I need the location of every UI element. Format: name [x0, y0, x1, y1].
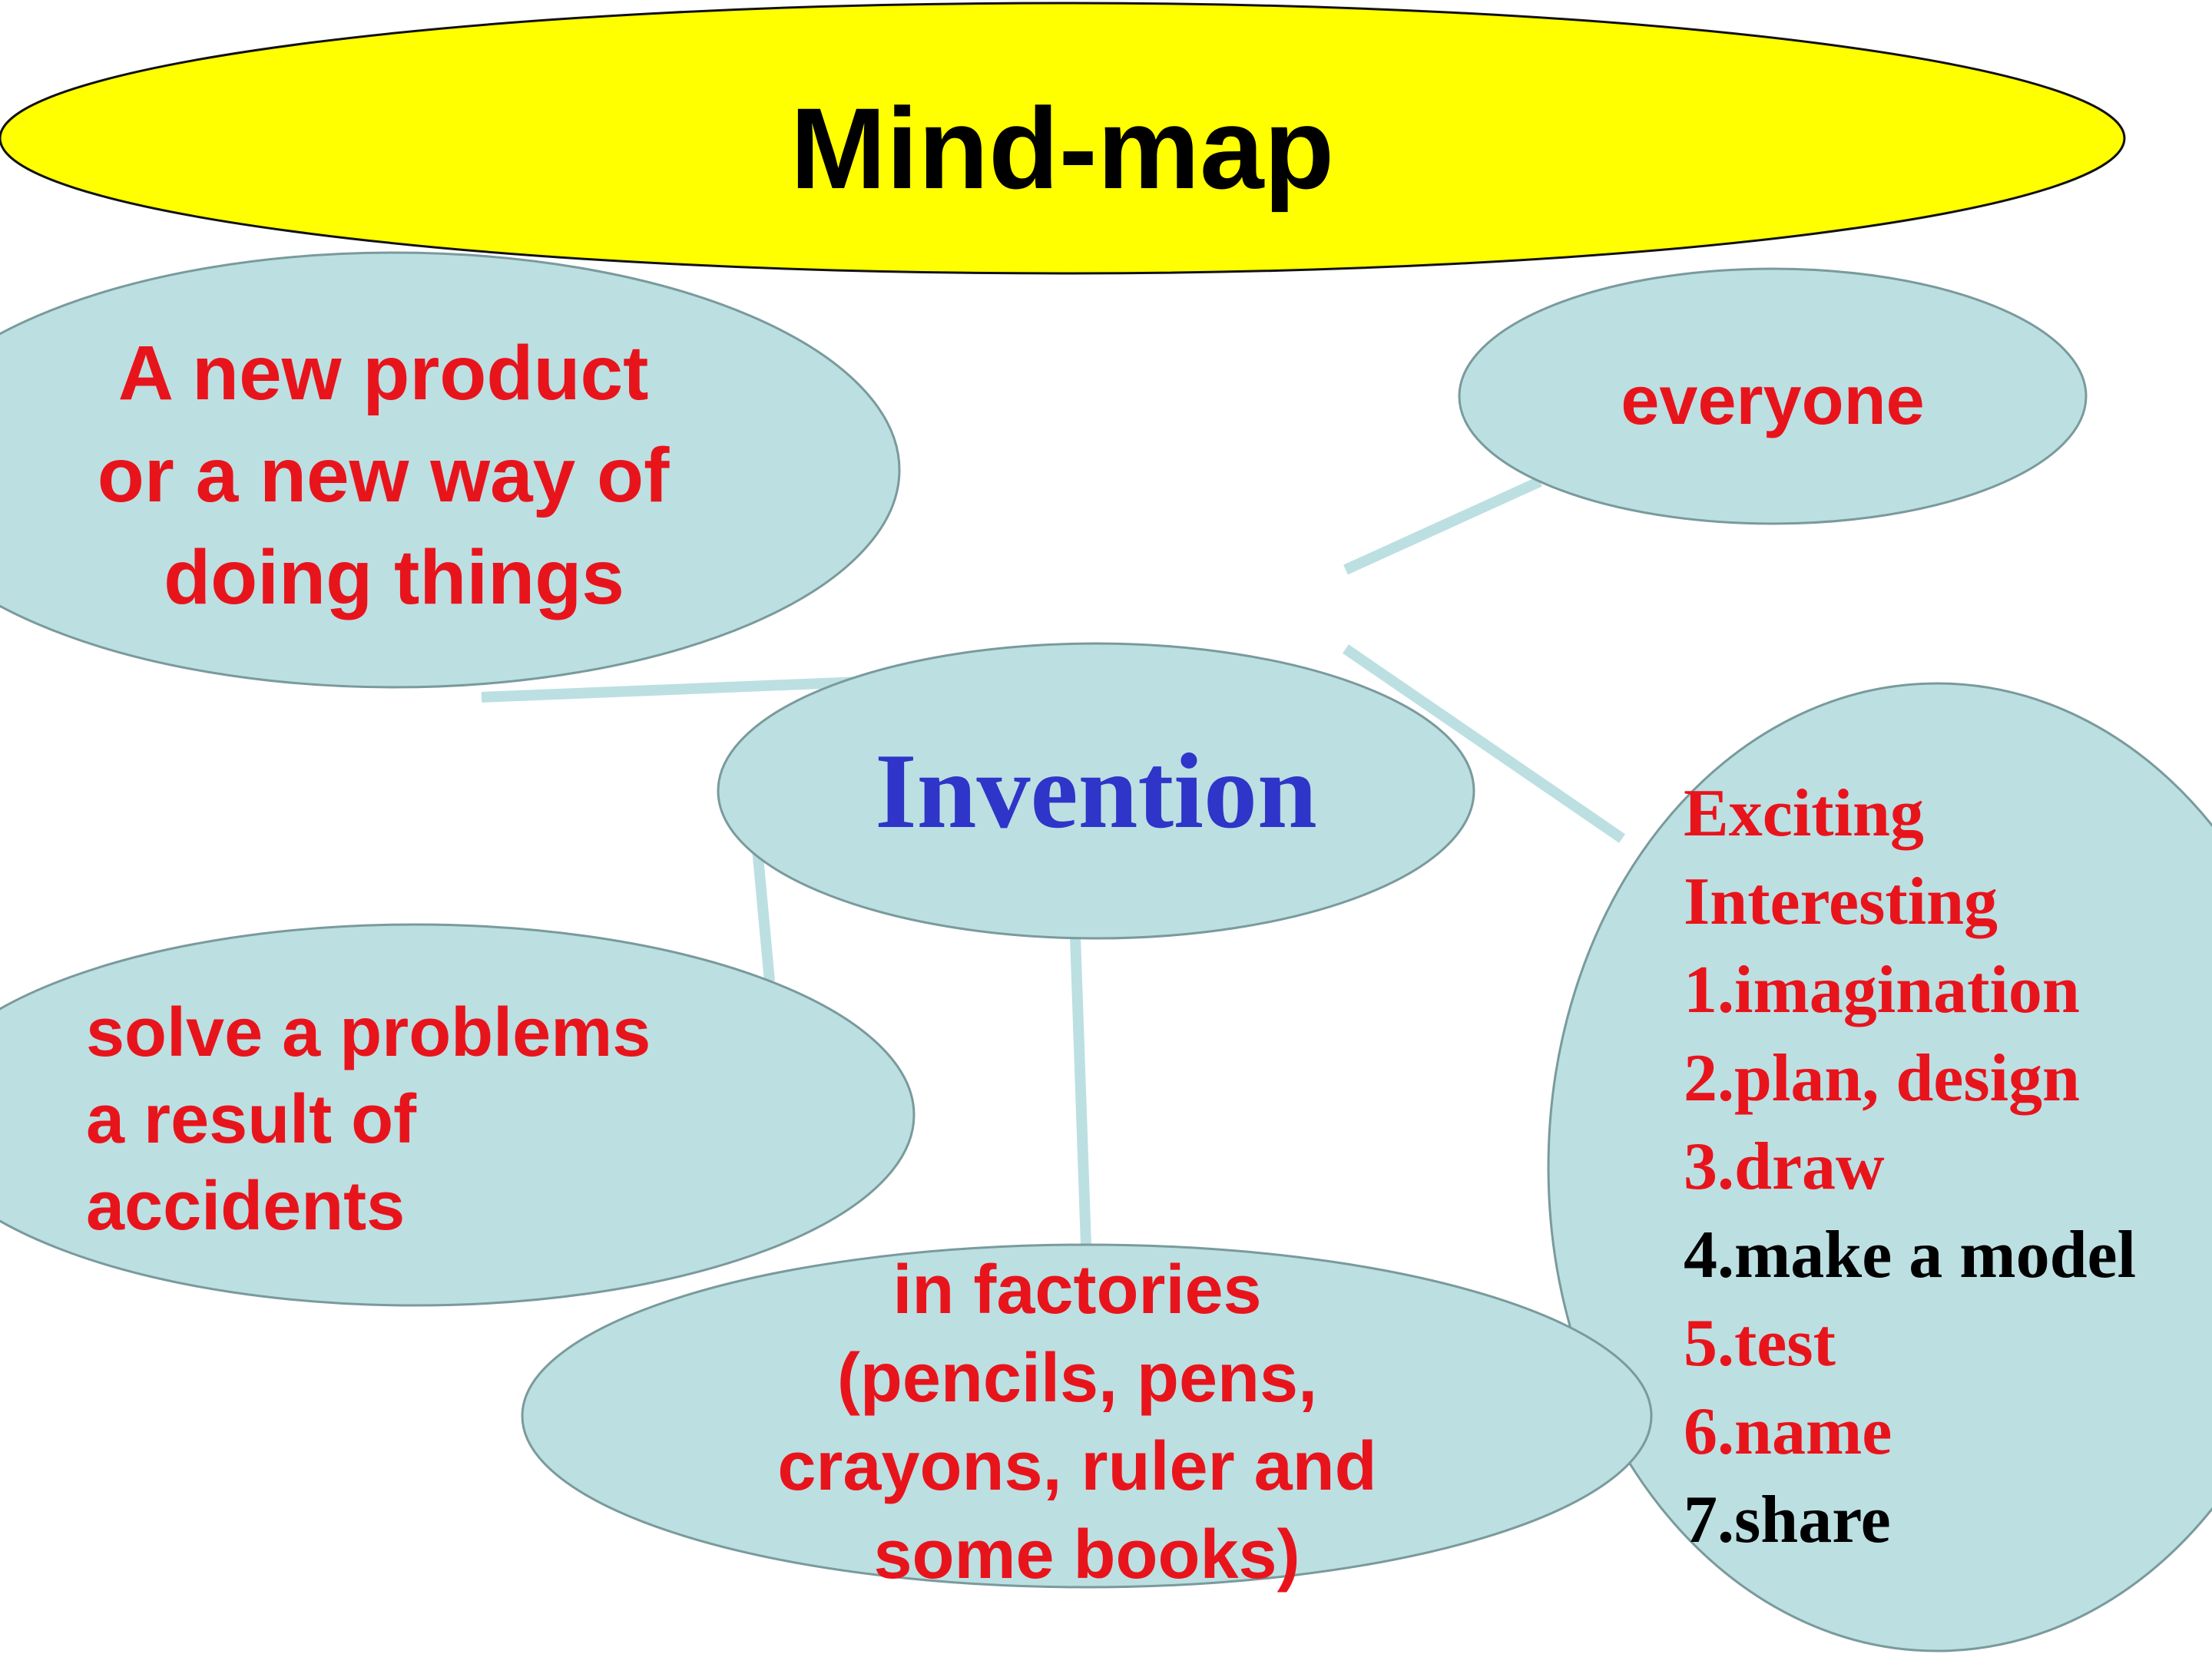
svg-text:in factories (pencils, pen: in factories (pencils, pens, crayons, ru… — [777, 1252, 1396, 1593]
definition-line-2: or a new way of — [98, 432, 670, 518]
connector-who — [1343, 476, 1542, 575]
why-line-1: solve a problems — [86, 994, 651, 1071]
why-line-2: a result of — [86, 1081, 417, 1158]
center-label: Invention — [875, 732, 1317, 851]
where-line-3: crayons, ruler and — [777, 1428, 1376, 1505]
where-line-4: some books) — [873, 1517, 1300, 1593]
who-label: everyone — [1621, 362, 1924, 439]
why-line-3: accidents — [86, 1168, 405, 1245]
svg-text:A new product or a new way: A new product or a new way of doing thin… — [98, 330, 690, 620]
process-step: 1.imagination — [1684, 953, 2080, 1027]
process-step: Interesting — [1684, 865, 1998, 939]
process-step: Exciting — [1684, 776, 1924, 851]
node-who — [1458, 267, 2088, 525]
connector-definition — [481, 676, 861, 703]
connector-why — [752, 848, 775, 982]
node-process — [1547, 682, 2212, 1652]
process-step: 3.draw — [1684, 1130, 1885, 1204]
definition-line-1: A new product — [118, 330, 649, 416]
process-step: 6.name — [1684, 1394, 1892, 1469]
title-ellipse — [0, 2, 2126, 275]
page-title: Mind-map — [790, 84, 1334, 213]
svg-text:solve a problems a result: solve a problems a result of accidents — [86, 994, 670, 1245]
where-line-1: in factories — [892, 1252, 1261, 1328]
process-step: 5.test — [1684, 1306, 1836, 1381]
process-step: 7.share — [1684, 1483, 1891, 1557]
connector-where — [1070, 936, 1091, 1246]
connectors — [481, 476, 1625, 1246]
connector-process — [1343, 644, 1625, 843]
node-why — [0, 923, 916, 1307]
process-step: 4.make a model — [1684, 1218, 2136, 1292]
node-where — [521, 1243, 1653, 1589]
where-line-2: (pencils, pens, — [837, 1340, 1317, 1417]
definition-line-3: doing things — [164, 534, 624, 620]
node-center — [717, 642, 1475, 940]
process-step: 2.plan, design — [1684, 1041, 2080, 1116]
node-definition — [0, 251, 901, 689]
